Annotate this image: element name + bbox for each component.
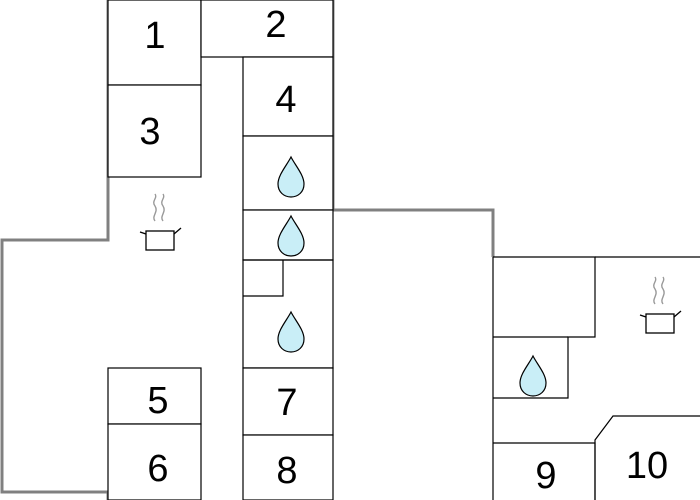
room-10-walls (594, 415, 700, 500)
room-label-2: 2 (265, 4, 286, 46)
room-label-7: 7 (276, 382, 297, 424)
building-outline-center (331, 0, 495, 257)
room-label-5: 5 (147, 380, 168, 422)
room-label-4: 4 (275, 79, 296, 121)
room-8 (242, 434, 334, 500)
room-label-1: 1 (144, 15, 165, 57)
building-outline (0, 0, 110, 500)
right-wing-walls (493, 256, 596, 399)
room-label-3: 3 (139, 111, 160, 153)
cooking-pot-icon (139, 193, 182, 251)
room-4 (242, 56, 334, 137)
water-drop-icon (277, 311, 305, 353)
room-label-9: 9 (535, 455, 556, 497)
room-label-6: 6 (147, 448, 168, 490)
room-2 (200, 0, 334, 58)
room-1 (107, 0, 202, 86)
room-label-10: 10 (626, 445, 668, 487)
cooking-pot-icon (639, 276, 682, 334)
room-7 (242, 367, 334, 436)
room-3 (107, 84, 202, 178)
room-label-8: 8 (276, 450, 297, 492)
water-drop-icon (519, 355, 547, 397)
room-6 (107, 423, 202, 500)
